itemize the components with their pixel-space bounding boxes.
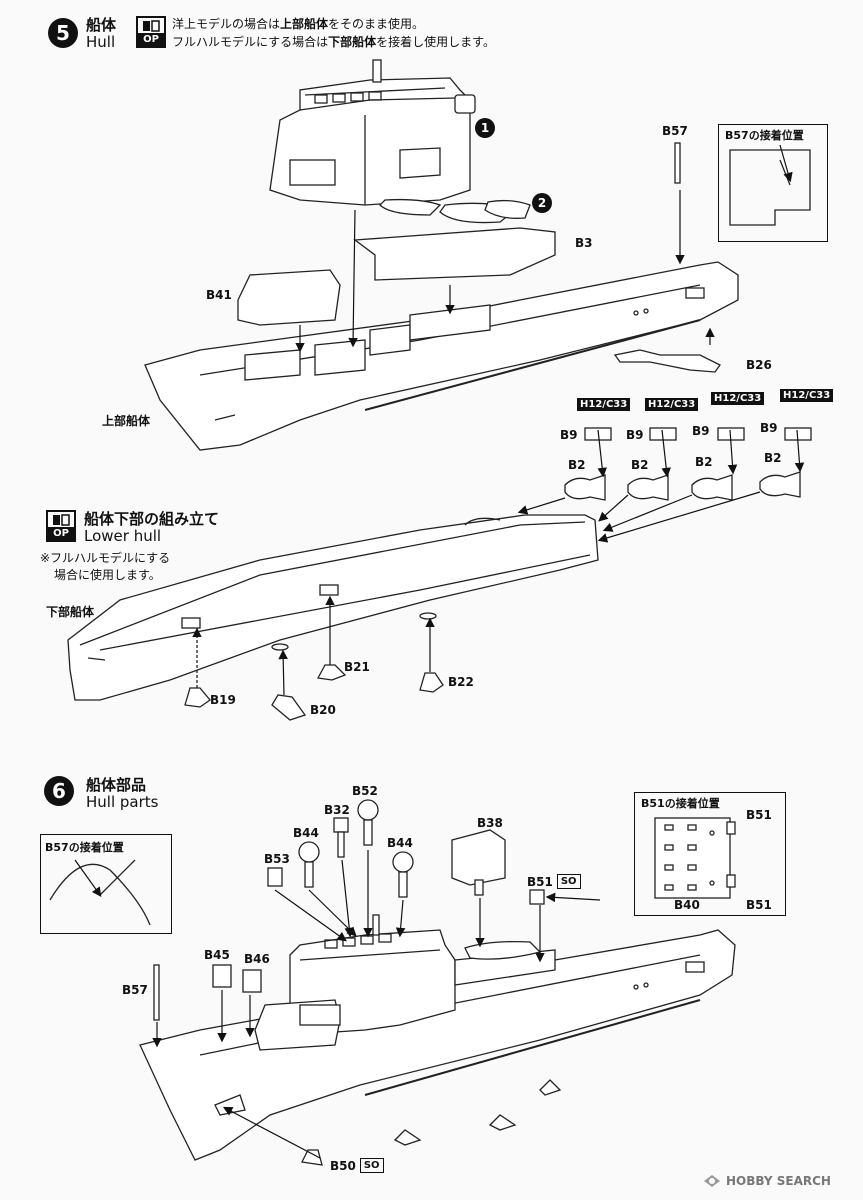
part-label-b57: B57: [662, 124, 688, 138]
bridge-superstructure-drawing: [269, 59, 476, 206]
boat-deck-drawing: [353, 227, 556, 281]
part-label-b46: B46: [244, 952, 270, 966]
b51-inset-drawing: [654, 817, 736, 899]
lower-hull-op-box: OP: [46, 510, 76, 542]
step5-note-line2: フルハルモデルにする場合は下部船体を接着し使用します。: [172, 34, 495, 51]
part-label-h12-c33-1: H12/C33: [577, 398, 631, 411]
b26-part-drawing: [613, 349, 721, 373]
b51-inset-label-bottom: B51: [746, 898, 772, 912]
step5-op-box: OP: [136, 16, 166, 48]
part-label-h12-c33-2: H12/C33: [645, 398, 699, 411]
part-label-b50-group: B50 SO: [330, 1158, 384, 1173]
part-label-b45: B45: [204, 948, 230, 962]
watermark-brand: HOBBY SEARCH: [726, 1174, 831, 1188]
so-badge-b51: SO: [556, 874, 581, 889]
step5-number: 5: [56, 21, 70, 45]
lower-op-label: OP: [48, 527, 74, 540]
part-label-b2-1: B2: [568, 458, 586, 472]
part-label-b3: B3: [575, 236, 593, 250]
note-emph: 上部船体: [280, 17, 329, 31]
step6-number-badge: 6: [44, 776, 74, 806]
lower-hull-note1: ※フルハルモデルにする: [40, 551, 171, 565]
step6-b57-inset-title: B57の接着位置: [45, 841, 124, 854]
hobby-search-logo-icon: [704, 1175, 720, 1187]
note-text: をそのまま使用。: [328, 17, 425, 31]
so-badge-b50: SO: [359, 1158, 384, 1173]
part-label-b52: B52: [352, 784, 378, 798]
part-label-b2-3: B2: [695, 455, 713, 469]
step6-number: 6: [52, 779, 66, 803]
step6-title-en: Hull parts: [86, 793, 159, 811]
upper-hull-drawing: [144, 261, 739, 451]
callout-2: 2: [537, 196, 547, 210]
part-label-b51: B51: [527, 874, 553, 889]
fin-parts-drawing: [184, 664, 444, 721]
callout-1-badge: 1: [475, 118, 495, 138]
part-label-b38: B38: [477, 816, 503, 830]
lower-hull-title-en: Lower hull: [84, 527, 162, 545]
part-label-b2-2: B2: [631, 458, 649, 472]
part-label-b9-3: B9: [692, 424, 710, 438]
step6-b57-inset: B57の接着位置: [40, 834, 172, 934]
lower-hull-note2: 場合に使用します。: [54, 568, 161, 582]
part-label-b21: B21: [344, 660, 370, 674]
part-label-b41: B41: [206, 288, 232, 302]
step5-op-label: OP: [138, 33, 164, 46]
b51-inset-title: B51の接着位置: [641, 797, 720, 810]
lower-hull-title-jp: 船体下部の組み立て: [84, 510, 220, 528]
part-label-h12-c33-4: H12/C33: [780, 389, 834, 402]
part-label-b9-4: B9: [760, 421, 778, 435]
note-emph: 下部船体: [328, 35, 377, 49]
boats-drawing: [379, 198, 531, 224]
part-label-b57: B57: [122, 983, 148, 997]
part-label-b50: B50: [330, 1158, 356, 1173]
part-label-b9-2: B9: [626, 428, 644, 442]
part-label-b9-1: B9: [560, 428, 578, 442]
part-label-b26: B26: [746, 358, 772, 372]
b51-position-inset: B51の接着位置: [634, 792, 786, 916]
b57-rod-drawing: [674, 142, 681, 184]
lower-hull-drawing: [67, 514, 599, 701]
part-label-b51-group: B51 SO: [527, 874, 581, 889]
callout-1: 1: [480, 121, 490, 135]
b41-part-drawing: [237, 269, 341, 326]
step5-title-jp: 船体: [86, 16, 117, 34]
optional-icon: [53, 514, 70, 526]
callout-2-badge: 2: [532, 193, 552, 213]
part-label-b44-2: B44: [387, 836, 413, 850]
part-label-b20: B20: [310, 703, 336, 717]
complete-ship-drawing: [139, 914, 736, 1161]
b57-position-inset: B57の接着位置: [718, 124, 828, 242]
note-text: 洋上モデルの場合は: [172, 17, 281, 31]
b40-inset-label: B40: [674, 898, 700, 912]
lower-hull-label: 下部船体: [46, 605, 95, 619]
b51-inset-label-top: B51: [746, 808, 772, 822]
step5-number-badge: 5: [48, 18, 78, 48]
note-text: を接着し使用します。: [376, 35, 495, 49]
step6-small-parts-drawing: [153, 799, 545, 1166]
note-text: フルハルモデルにする場合は: [172, 35, 329, 49]
part-label-b32: B32: [324, 803, 350, 817]
hobby-search-watermark: HOBBY SEARCH: [702, 1173, 831, 1189]
part-label-b53: B53: [264, 852, 290, 866]
step5-title-en: Hull: [86, 33, 116, 51]
optional-icon: [143, 20, 160, 32]
part-label-b2-4: B2: [764, 451, 782, 465]
b9-b2-parts-drawing: [564, 427, 812, 501]
part-label-h12-c33-3: H12/C33: [711, 392, 765, 405]
part-label-b44-1: B44: [293, 826, 319, 840]
part-label-b19: B19: [210, 693, 236, 707]
part-label-b22: B22: [448, 675, 474, 689]
step6-title-jp: 船体部品: [86, 776, 147, 794]
b57-inset-title: B57の接着位置: [725, 129, 804, 142]
upper-hull-label: 上部船体: [102, 414, 151, 428]
step5-note-line1: 洋上モデルの場合は上部船体をそのまま使用。: [172, 16, 424, 33]
